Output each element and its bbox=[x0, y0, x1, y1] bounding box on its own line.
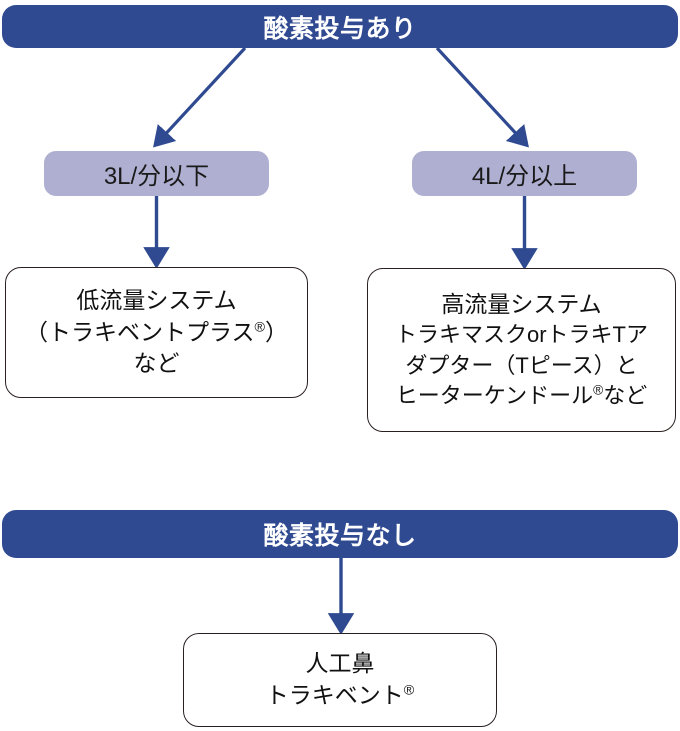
outcome-low-flow-line-2-text: （トラキベントプラス bbox=[24, 318, 255, 345]
outcome-hme-line-1: 人工鼻 bbox=[305, 650, 375, 677]
section-header-oxygen-yes-label: 酸素投与あり bbox=[263, 14, 417, 43]
outcome-high-flow-line-2: トラキマスクorトラキTア bbox=[394, 322, 648, 348]
outcome-high-flow-line-4-text: ヒーターケンドール bbox=[395, 383, 594, 409]
outcome-hme-line-2-text: トラキベント bbox=[265, 682, 404, 708]
outcome-low-flow-line-2: （トラキベントプラス®） bbox=[25, 317, 288, 349]
outcome-high-flow-line-1: 高流量システム bbox=[441, 290, 602, 317]
outcome-low-flow-line-3: など bbox=[133, 350, 180, 377]
arrow-yes-to-high-flow bbox=[435, 46, 529, 148]
outcome-hme-line-2: トラキベント® bbox=[266, 680, 415, 712]
condition-pill-high-flow-label: 4L/分以上 bbox=[471, 163, 578, 190]
outcome-high-flow-line-3: ダプター（Tピース）と bbox=[405, 352, 638, 378]
outcome-box-high-flow-system: 高流量システム トラキマスクorトラキTア ダプター（Tピース）と ヒーターケン… bbox=[367, 268, 676, 432]
section-header-oxygen-yes: 酸素投与あり bbox=[2, 5, 678, 48]
condition-pill-high-flow: 4L/分以上 bbox=[412, 151, 637, 196]
outcome-low-flow-line-2-tail: ） bbox=[265, 318, 289, 345]
registered-trademark-icon: ® bbox=[254, 318, 266, 335]
condition-pill-low-flow-label: 3L/分以下 bbox=[103, 163, 210, 190]
condition-pill-low-flow: 3L/分以下 bbox=[44, 151, 269, 196]
outcome-box-hme: 人工鼻 トラキベント® bbox=[183, 633, 497, 727]
section-header-oxygen-no-label: 酸素投与なし bbox=[263, 522, 417, 550]
arrow-yes-to-low-flow bbox=[153, 46, 247, 148]
outcome-box-low-flow-system: 低流量システム （トラキベントプラス®） など bbox=[5, 267, 308, 398]
outcome-high-flow-line-4-tail: など bbox=[603, 383, 648, 409]
outcome-high-flow-line-4: ヒーターケンドール®など bbox=[396, 381, 647, 411]
registered-trademark-icon: ® bbox=[403, 682, 415, 699]
section-header-oxygen-no: 酸素投与なし bbox=[2, 510, 678, 558]
outcome-low-flow-line-1: 低流量システム bbox=[76, 286, 237, 313]
registered-trademark-icon: ® bbox=[593, 382, 604, 398]
